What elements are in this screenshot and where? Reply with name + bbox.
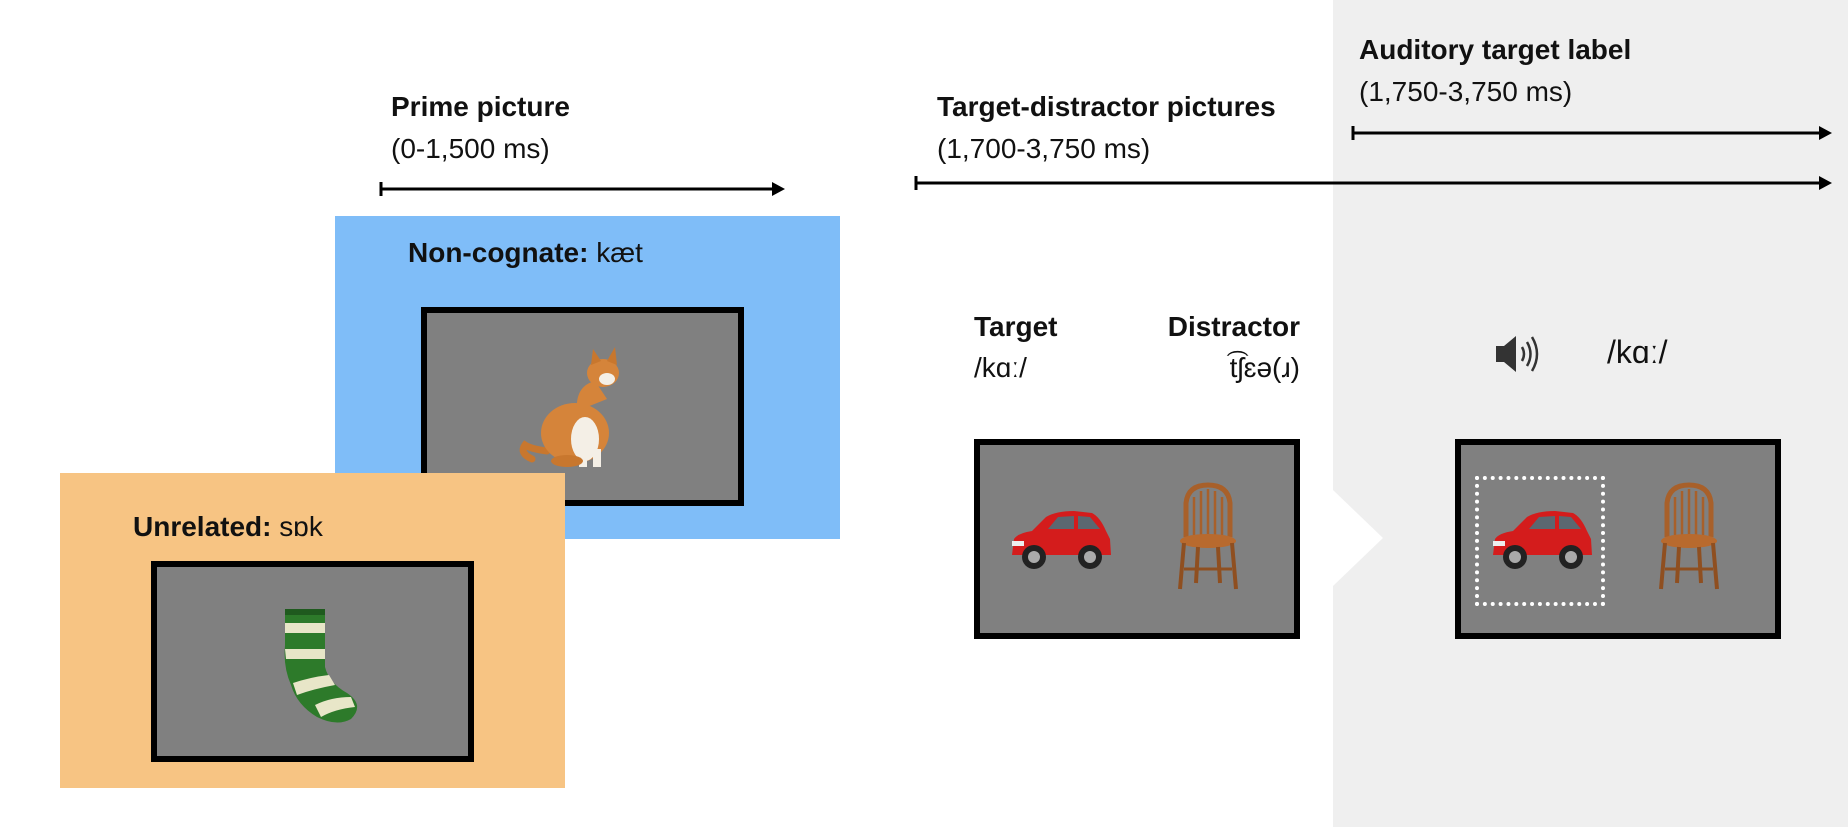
non-cognate-label: Non-cognate: [408,237,589,268]
auditory-screen [1455,439,1781,639]
auditory-title: Auditory target label [1359,34,1632,65]
prime-time: (0-1,500 ms) [391,133,550,164]
distractor-label: Distractor [1167,311,1300,342]
unrelated-caption: Unrelated: sɒk [133,510,323,544]
spoken-word: /kɑː/ [1607,334,1668,370]
sock-icon [284,609,358,723]
cat-icon [519,347,619,467]
auditory-arrow [1351,126,1832,140]
target-distractor-title: Target-distractor pictures [937,91,1276,122]
car-icon [1012,511,1111,569]
target-highlight-box [1475,476,1605,606]
phase-transition-chevron [1333,490,1383,586]
target-label: Target [974,311,1058,342]
prime-arrow [379,182,785,196]
auditory-phase-panel [1333,0,1848,827]
speaker-icon [1496,336,1539,372]
target-distractor-screen [974,439,1300,639]
target-distractor-arrow [914,176,1832,190]
chair-icon [1659,482,1719,590]
auditory-time: (1,750-3,750 ms) [1359,76,1573,107]
prime-screen-cat [421,307,744,506]
unrelated-word: sɒk [279,511,323,542]
prime-title: Prime picture [391,91,570,122]
non-cognate-word: kæt [596,237,643,268]
target-distractor-time: (1,700-3,750 ms) [937,133,1151,164]
car-icon [1493,511,1592,569]
prime-screen-sock [151,561,474,762]
chair-icon [1178,482,1238,590]
unrelated-label: Unrelated: [133,511,272,542]
target-word: /kɑː/ [974,352,1027,383]
non-cognate-caption: Non-cognate: kæt [408,236,643,270]
distractor-word: t͡ʃɛə(ɹ) [1229,352,1300,383]
